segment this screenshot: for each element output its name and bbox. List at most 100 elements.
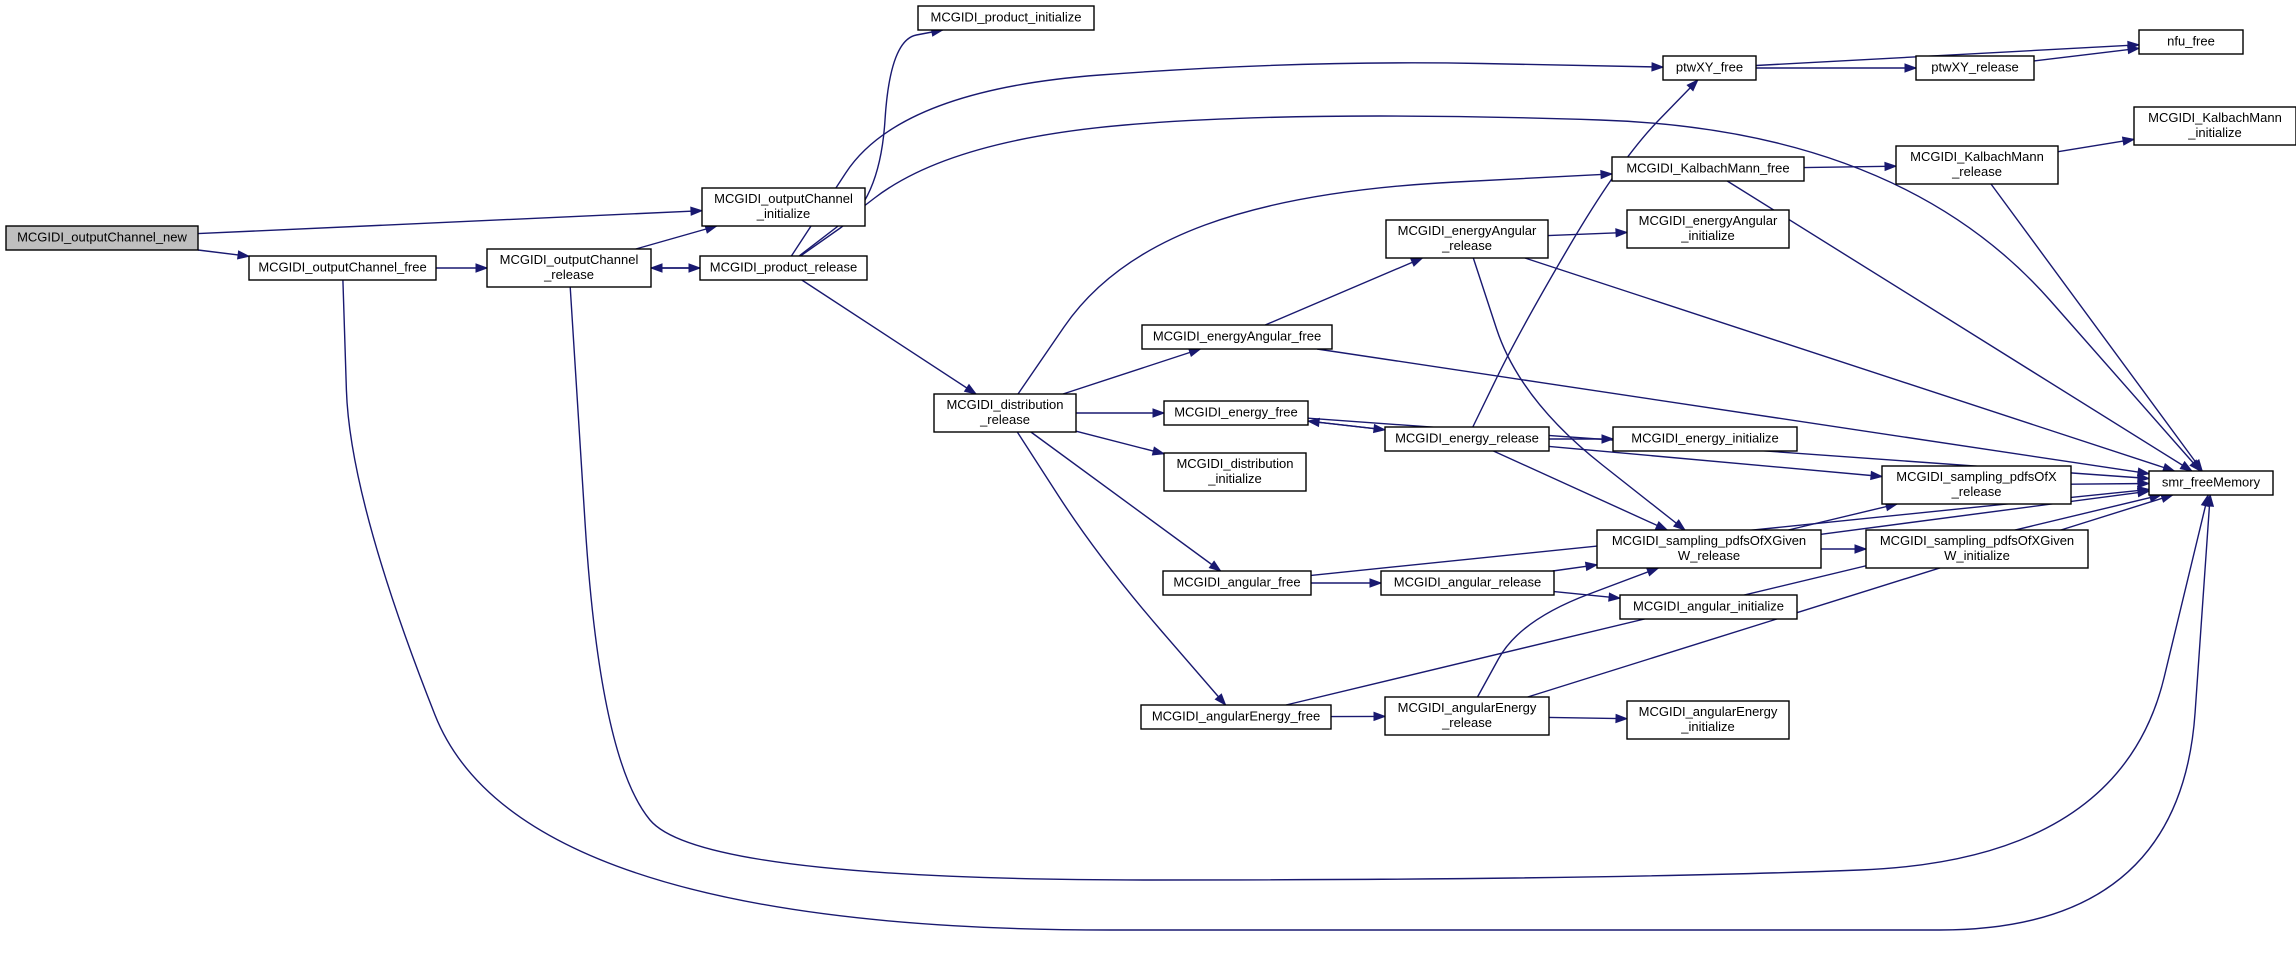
node-earel[interactable]: MCGIDI_energyAngular_release [1385, 219, 1549, 259]
node-arel[interactable]: MCGIDI_angular_release [1380, 570, 1555, 596]
nodes: MCGIDI_outputChannel_newMCGIDI_outputCha… [5, 5, 2296, 740]
node-label: MCGIDI_product_release [710, 259, 857, 274]
node-aerel[interactable]: MCGIDI_angularEnergy_release [1384, 696, 1550, 736]
edge-root-to-ocinit [197, 206, 704, 235]
node-erel[interactable]: MCGIDI_energy_release [1384, 426, 1550, 452]
edge-erel-to-spxgrel [1493, 450, 1669, 531]
node-box [2148, 470, 2274, 496]
node-kminit[interactable]: MCGIDI_KalbachMann_initialize [2133, 106, 2296, 146]
edge-erel-to-efree [1306, 417, 1386, 431]
node-box [1915, 55, 2035, 81]
edge-distrel-to-kmfree [1017, 169, 1614, 395]
edge-erel-to-ptwfree [1472, 78, 1699, 428]
node-box [1612, 426, 1798, 452]
node-kmfree[interactable]: MCGIDI_KalbachMann_free [1611, 156, 1805, 182]
node-aefree[interactable]: MCGIDI_angularEnergy_free [1140, 704, 1332, 730]
node-box [1141, 324, 1333, 350]
node-label: MCGIDI_outputChannel_free [258, 259, 426, 274]
node-label: MCGIDI_sampling_pdfsOfX [1896, 469, 2057, 484]
node-label: _release [979, 412, 1030, 427]
node-label: _release [1951, 164, 2002, 179]
edge-ocfree-to-ocrel [436, 263, 489, 273]
node-label: smr_freeMemory [2162, 474, 2261, 489]
edge-root-to-ocfree [197, 249, 251, 260]
edge-ocrel-to-smr [569, 286, 2210, 881]
edge-ocrel-to-ocinit [635, 224, 719, 250]
node-label: _initialize [756, 206, 810, 221]
edge-spxgrel-to-smr [1820, 487, 2151, 535]
node-box [1881, 465, 2072, 505]
node-label: _initialize [1680, 719, 1734, 734]
node-box [5, 225, 199, 251]
node-label: MCGIDI_product_initialize [930, 9, 1081, 24]
node-label: nfu_free [2167, 33, 2215, 48]
edge-erel-to-einit [1549, 434, 1615, 444]
edge-earel-to-eainit [1547, 228, 1629, 238]
node-label: _initialize [1207, 471, 1261, 486]
node-box [2133, 106, 2296, 146]
node-prodrel[interactable]: MCGIDI_product_release [699, 255, 868, 281]
node-efree[interactable]: MCGIDI_energy_free [1163, 400, 1309, 426]
node-label: ptwXY_free [1676, 59, 1743, 74]
node-label: MCGIDI_KalbachMann_free [1626, 160, 1789, 175]
node-label: MCGIDI_angular_release [1394, 574, 1541, 589]
node-label: MCGIDI_distribution [1176, 456, 1293, 471]
node-smr[interactable]: smr_freeMemory [2148, 470, 2274, 496]
edge-ocfree-to-smr [342, 279, 2215, 931]
node-ocrel[interactable]: MCGIDI_outputChannel_release [486, 248, 652, 288]
edge-ptwfree-to-ptwrel [1756, 63, 1918, 73]
node-box [1865, 529, 2089, 569]
node-label: _release [1951, 484, 2002, 499]
node-label: MCGIDI_outputChannel [714, 191, 853, 206]
node-label: MCGIDI_angular_free [1173, 574, 1300, 589]
edge-spxrel-to-smr [2070, 478, 2151, 489]
node-distrel[interactable]: MCGIDI_distribution_release [933, 393, 1077, 433]
edge-kmrel-to-smr [1990, 183, 2204, 473]
node-afree[interactable]: MCGIDI_angular_free [1162, 570, 1312, 596]
node-label: MCGIDI_outputChannel [500, 252, 639, 267]
node-label: MCGIDI_energyAngular_free [1153, 328, 1321, 343]
node-label: MCGIDI_outputChannel_new [17, 229, 187, 244]
node-label: MCGIDI_KalbachMann [2148, 110, 2282, 125]
node-distinit[interactable]: MCGIDI_distribution_initialize [1163, 452, 1307, 492]
edge-aerel-to-aeinit [1548, 713, 1629, 724]
node-box [1163, 452, 1307, 492]
node-box [2138, 29, 2244, 55]
node-spxrel[interactable]: MCGIDI_sampling_pdfsOfX_release [1881, 465, 2072, 505]
node-ainit[interactable]: MCGIDI_angular_initialize [1619, 594, 1798, 620]
node-box [1140, 704, 1332, 730]
node-ocinit[interactable]: MCGIDI_outputChannel_initialize [701, 187, 866, 227]
node-box [486, 248, 652, 288]
node-ptwrel[interactable]: ptwXY_release [1915, 55, 2035, 81]
node-label: MCGIDI_angular_initialize [1633, 598, 1784, 613]
node-prodinit[interactable]: MCGIDI_product_initialize [917, 5, 1095, 31]
node-box [1596, 529, 1822, 569]
edge-distrel-to-eafree [1062, 348, 1202, 395]
node-root[interactable]: MCGIDI_outputChannel_new [5, 225, 199, 251]
node-eainit[interactable]: MCGIDI_energyAngular_initialize [1626, 209, 1790, 249]
node-eafree[interactable]: MCGIDI_energyAngular_free [1141, 324, 1333, 350]
edge-distrel-to-aefree [1016, 431, 1227, 707]
node-label: MCGIDI_distribution [946, 397, 1063, 412]
edge-kmrel-to-kminit [2057, 136, 2136, 153]
edge-distrel-to-afree [1030, 431, 1222, 572]
edge-aefree-to-aerel [1330, 711, 1387, 722]
node-label: MCGIDI_energy_initialize [1631, 430, 1778, 445]
node-box [248, 255, 437, 281]
edge-eafree-to-earel [1264, 257, 1424, 326]
node-label: MCGIDI_KalbachMann [1910, 149, 2044, 164]
edge-distrel-to-distinit [1075, 430, 1166, 456]
node-label: MCGIDI_sampling_pdfsOfXGiven [1880, 533, 2074, 548]
node-aeinit[interactable]: MCGIDI_angularEnergy_initialize [1626, 700, 1790, 740]
node-kmrel[interactable]: MCGIDI_KalbachMann_release [1895, 145, 2059, 185]
node-label: MCGIDI_energy_free [1174, 404, 1298, 419]
node-nfu[interactable]: nfu_free [2138, 29, 2244, 55]
node-einit[interactable]: MCGIDI_energy_initialize [1612, 426, 1798, 452]
edge-arel-to-ainit [1553, 590, 1622, 602]
node-ptwfree[interactable]: ptwXY_free [1662, 55, 1757, 81]
node-ocfree[interactable]: MCGIDI_outputChannel_free [248, 255, 437, 281]
edge-kmfree-to-smr [1726, 180, 2194, 472]
